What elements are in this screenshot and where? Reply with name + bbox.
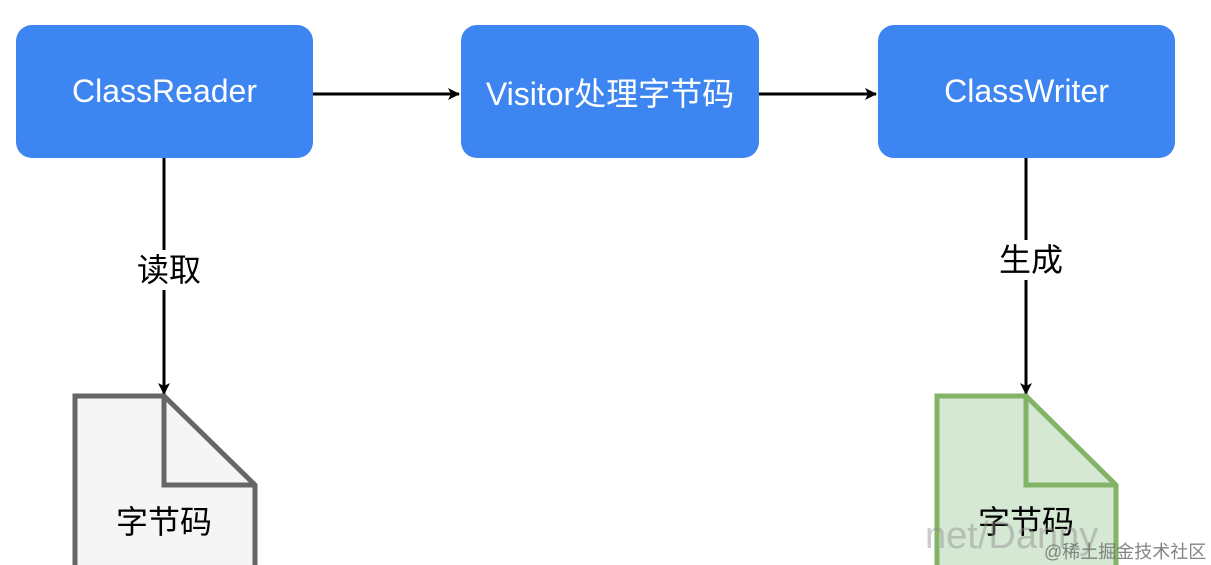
doc-left-label: 字节码 [115,504,213,540]
visitor-box: Visitor处理字节码 [461,25,759,158]
class-writer-box: ClassWriter [878,25,1175,158]
class-reader-box: ClassReader [16,25,313,158]
class-reader-label: ClassReader [72,73,257,109]
doc-right-label: 字节码 [977,504,1075,540]
generate-edge-label: 生成 [994,240,1068,280]
read-edge-label: 读取 [132,250,206,290]
class-writer-label: ClassWriter [944,73,1109,109]
visitor-label: Visitor处理字节码 [485,75,735,112]
doc-left-shape [72,393,258,565]
doc-right-shape [934,393,1119,565]
